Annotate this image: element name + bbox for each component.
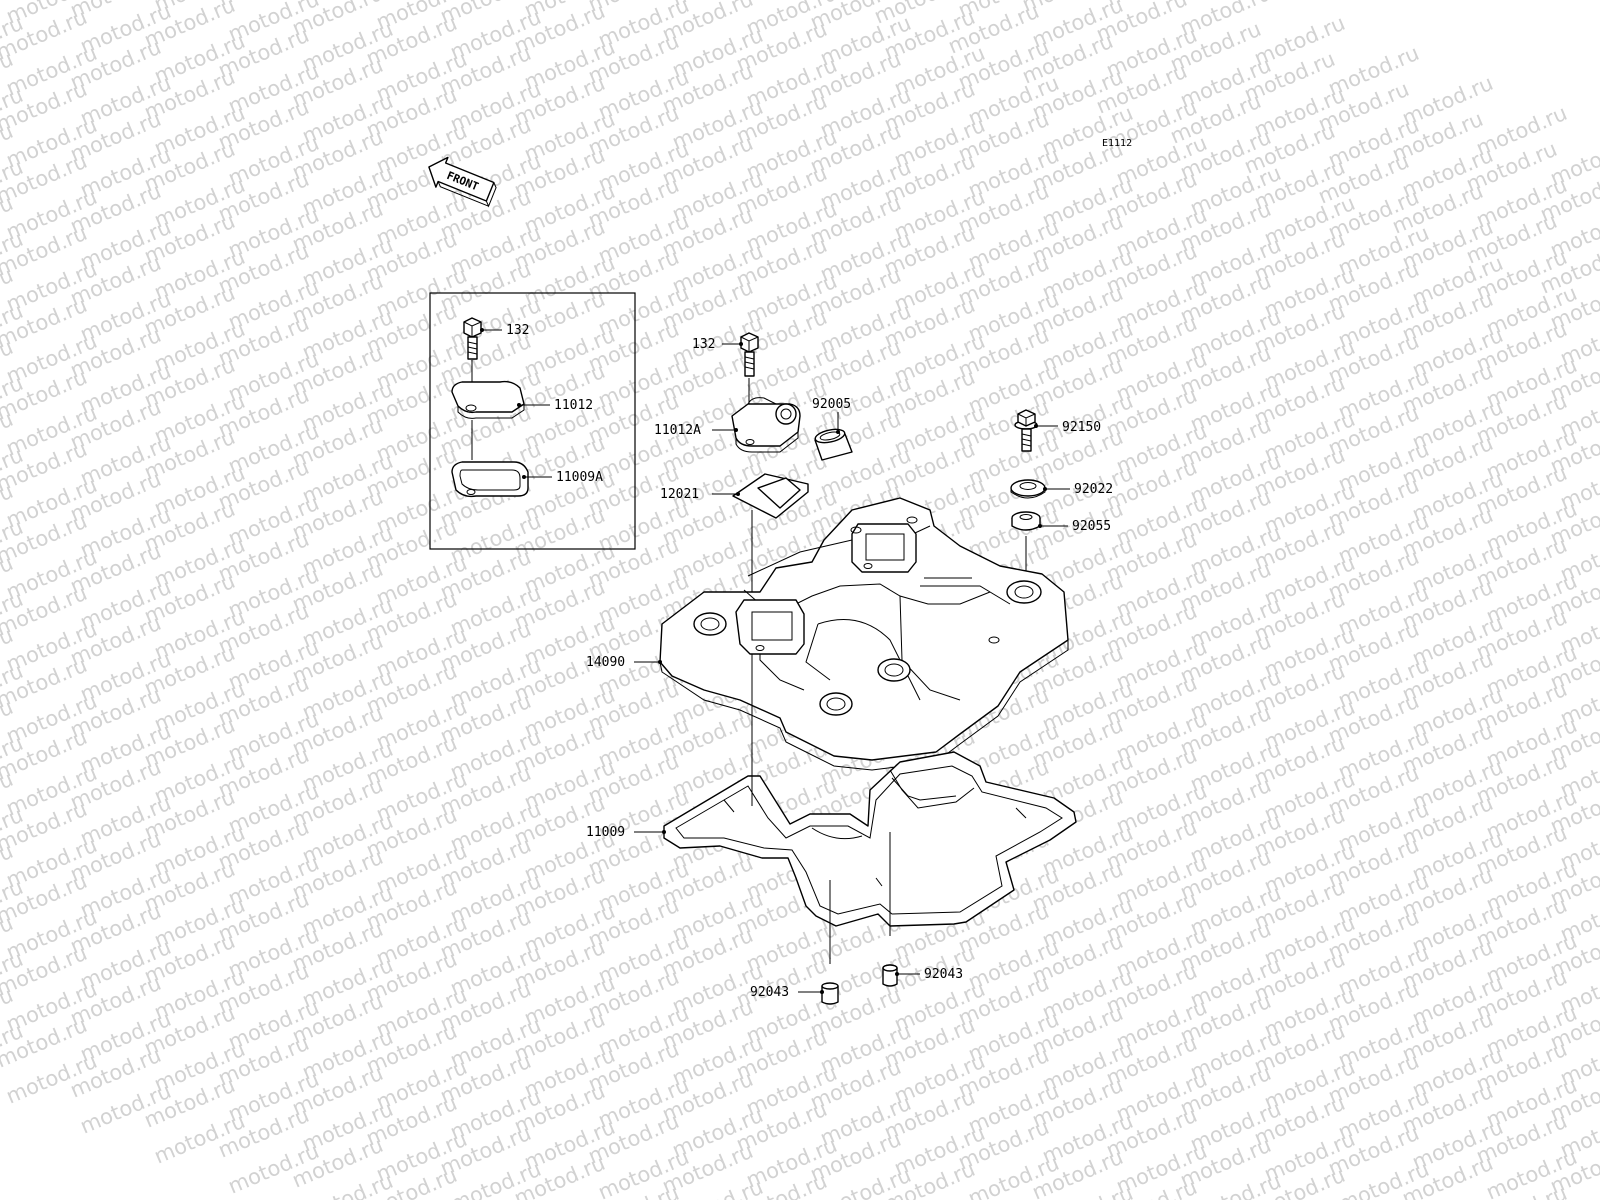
dowel-pin-right-icon — [882, 964, 898, 987]
label-14090: 14090 — [586, 655, 625, 670]
washer-icon — [1010, 479, 1046, 499]
label-11012: 11012 — [554, 398, 593, 413]
grommet-icon — [1011, 511, 1041, 531]
dowel-pin-left-icon — [821, 982, 839, 1005]
label-11009A: 11009A — [556, 470, 603, 485]
label-92043-left: 92043 — [750, 985, 789, 1000]
label-11009: 11009 — [586, 825, 625, 840]
label-11012A: 11012A — [654, 423, 701, 438]
label-92055: 92055 — [1072, 519, 1111, 534]
label-132-main: 132 — [692, 337, 715, 352]
label-92150: 92150 — [1062, 420, 1101, 435]
inset-gasket-icon — [451, 461, 529, 498]
label-92043-right: 92043 — [924, 967, 963, 982]
label-12021: 12021 — [660, 487, 699, 502]
diagram-code: E1112 — [1102, 138, 1132, 149]
label-92022: 92022 — [1074, 482, 1113, 497]
label-92005: 92005 — [812, 397, 851, 412]
label-132-inset: 132 — [506, 323, 529, 338]
